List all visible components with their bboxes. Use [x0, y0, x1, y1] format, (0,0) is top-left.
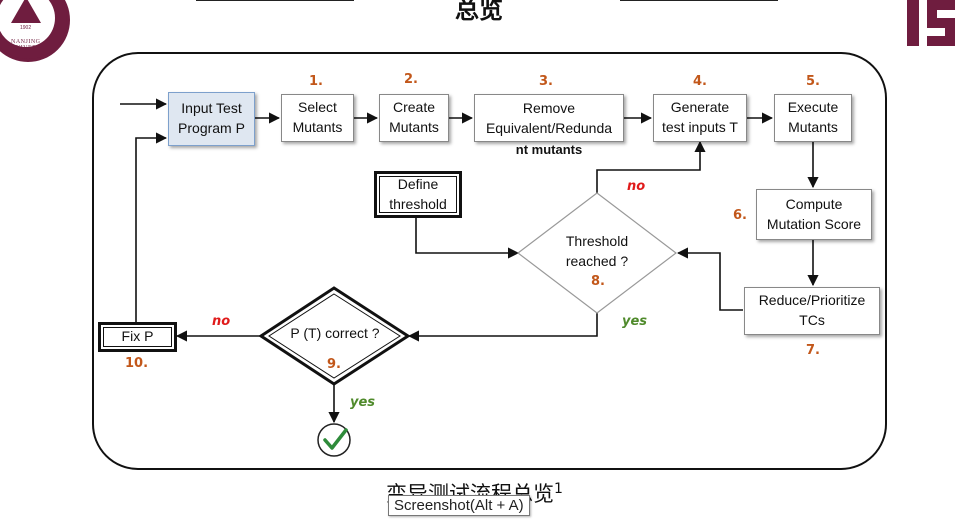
correct-yes-label: yes — [350, 395, 376, 410]
title-rule-right — [620, 0, 778, 1]
step-4: 4. — [693, 74, 707, 89]
remove-equivalent-box: Remove Equivalent/Redunda — [474, 94, 624, 142]
step-8: 8. — [591, 274, 605, 289]
step-5: 5. — [806, 74, 820, 89]
check-circle-icon — [317, 423, 351, 457]
university-logo: 1902 NANJING UNIVERSITY — [0, 0, 70, 62]
logo-text: NANJING UNIVERSITY — [11, 39, 52, 47]
tree-icon — [11, 0, 41, 23]
step-6: 6. — [733, 208, 747, 223]
define-threshold-box: Define threshold — [374, 171, 462, 218]
diagram-frame — [92, 52, 887, 470]
threshold-yes-label: yes — [622, 314, 648, 329]
compute-mutation-score-box: Compute Mutation Score — [756, 189, 872, 240]
correct-no-label: no — [212, 314, 231, 329]
threshold-decision-label: Threshold reached ? — [565, 233, 629, 269]
fix-p-box: Fix P — [98, 322, 177, 352]
is-logo — [907, 0, 955, 46]
step-9: 9. — [327, 357, 341, 372]
page-title: 总览 — [455, 0, 503, 24]
remove-equivalent-box-tail: nt mutants — [515, 142, 583, 157]
generate-test-inputs-box: Generate test inputs T — [653, 94, 747, 142]
input-test-program-box: Input Test Program P — [168, 92, 255, 146]
create-mutants-box: Create Mutants — [379, 94, 449, 142]
step-1: 1. — [309, 74, 323, 89]
logo-year: 1902 — [20, 25, 32, 31]
step-10: 10. — [125, 356, 149, 371]
step-2: 2. — [404, 72, 418, 87]
correct-decision-label: P (T) correct ? — [290, 325, 380, 341]
screenshot-tooltip: Screenshot(Alt + A) — [388, 495, 530, 516]
threshold-no-label: no — [627, 179, 646, 194]
reduce-prioritize-box: Reduce/Prioritize TCs — [744, 287, 880, 335]
title-rule-left — [196, 0, 354, 1]
step-7: 7. — [806, 343, 820, 358]
step-3: 3. — [539, 74, 553, 89]
execute-mutants-box: Execute Mutants — [774, 94, 852, 142]
select-mutants-box: Select Mutants — [281, 94, 354, 142]
figure-caption-footnote: 1 — [554, 481, 563, 497]
